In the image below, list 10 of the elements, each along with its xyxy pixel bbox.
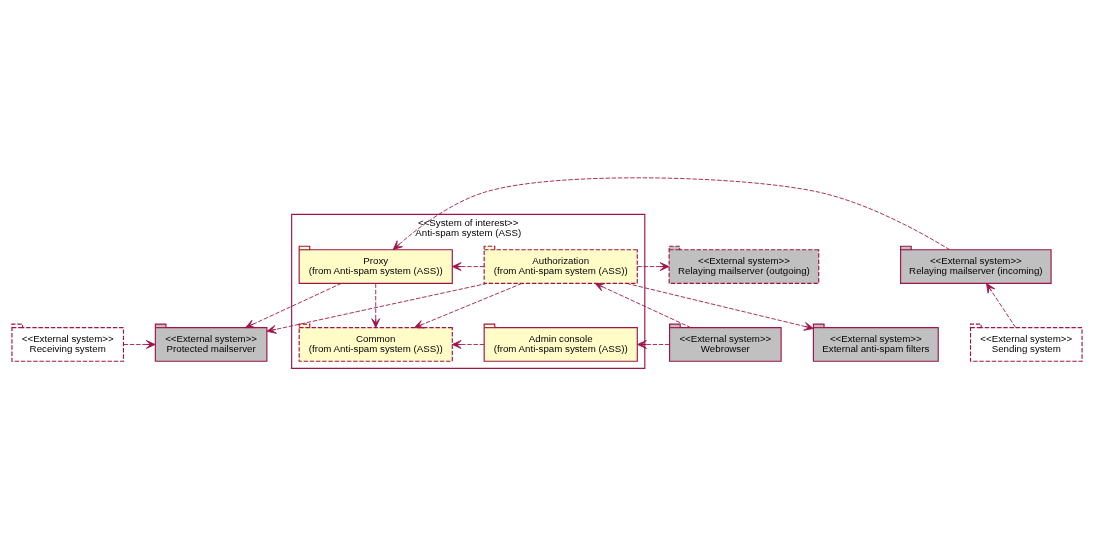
arrow: [636, 262, 670, 271]
arrow: [451, 262, 485, 271]
arrow: [266, 283, 488, 334]
arrow: [123, 340, 156, 349]
arrow: [637, 340, 670, 349]
arrow: [245, 283, 342, 329]
arrow: [371, 283, 381, 328]
arrow: [451, 340, 485, 349]
arrow: [414, 283, 523, 329]
arrow: [986, 283, 1017, 328]
